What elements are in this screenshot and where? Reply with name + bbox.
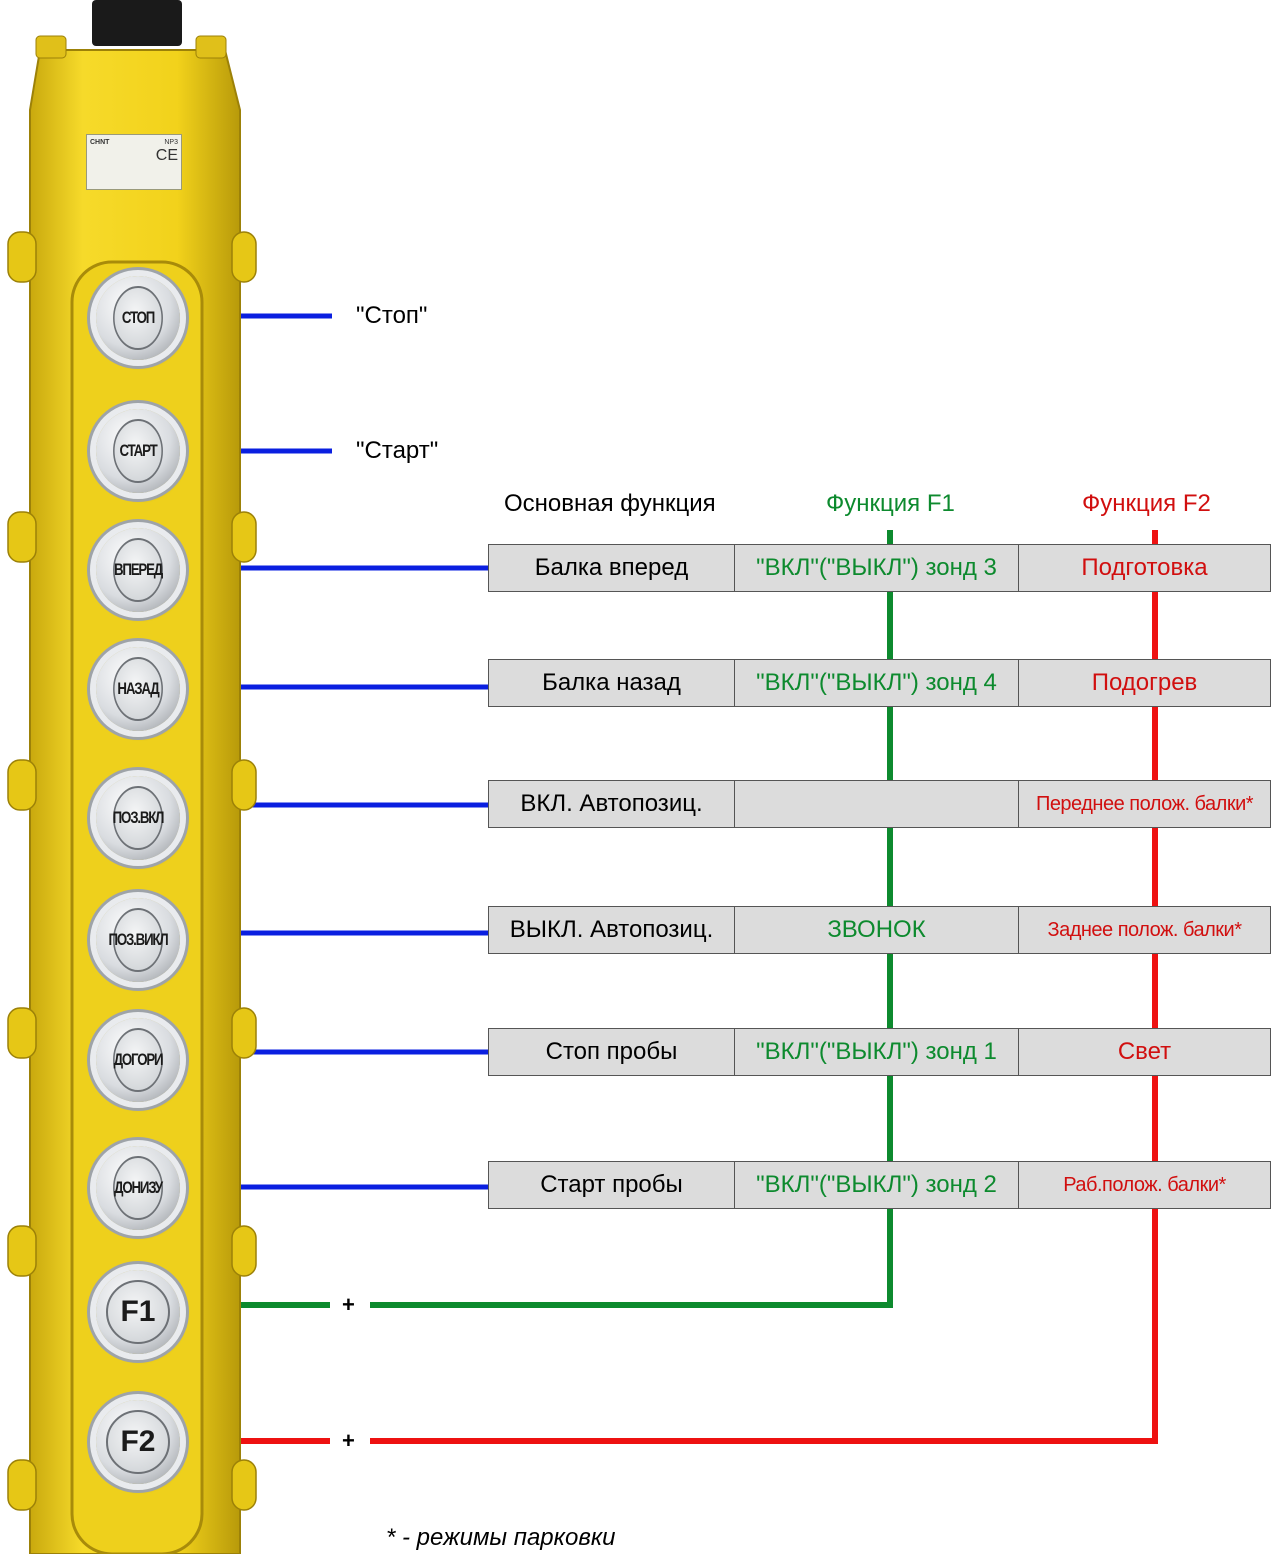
footnote: * - режимы парковки: [386, 1524, 616, 1551]
button-back[interactable]: НАЗАД: [96, 647, 180, 731]
header-f1-function: Функция F1: [826, 490, 955, 517]
button-pos-off[interactable]: ПОЗ.ВИКЛ: [96, 898, 180, 982]
cell-f1: [734, 780, 1019, 828]
label-start: "Старт": [356, 437, 439, 464]
button-f1[interactable]: F1: [96, 1270, 180, 1354]
cell-f2: Переднее полож. балки*: [1018, 780, 1271, 828]
cell-f2: Подготовка: [1018, 544, 1271, 592]
button-f2[interactable]: F2: [96, 1400, 180, 1484]
plus-f1: +: [342, 1292, 355, 1317]
plus-f2: +: [342, 1428, 355, 1453]
pendant-cable: [92, 0, 182, 46]
cell-main: ВКЛ. Автопозиц.: [488, 780, 735, 828]
cell-main: Балка назад: [488, 659, 735, 707]
cell-f2: Подогрев: [1018, 659, 1271, 707]
button-start-label: СТАРТ: [113, 419, 163, 483]
button-f2-label: F2: [106, 1410, 170, 1474]
cell-main: Старт пробы: [488, 1161, 735, 1209]
button-up-label: ДОГОРИ: [113, 1028, 164, 1092]
cell-f2: Заднее полож. балки*: [1018, 906, 1271, 954]
button-down-label: ДОНИЗУ: [113, 1156, 163, 1220]
button-f1-label: F1: [106, 1280, 170, 1344]
nameplate-model: NP3: [164, 139, 178, 146]
button-stop[interactable]: СТОП: [96, 276, 180, 360]
header-main-function: Основная функция: [504, 490, 716, 517]
button-pos-off-label: ПОЗ.ВИКЛ: [109, 908, 169, 972]
button-forward[interactable]: ВПЕРЕД: [96, 528, 180, 612]
button-up[interactable]: ДОГОРИ: [96, 1018, 180, 1102]
button-pos-on-label: ПОЗ.ВКЛ: [113, 786, 164, 850]
button-stop-label: СТОП: [113, 286, 163, 350]
cell-f1: ЗВОНОК: [734, 906, 1019, 954]
button-pos-on[interactable]: ПОЗ.ВКЛ: [96, 776, 180, 860]
cell-f1: "ВКЛ"("ВЫКЛ") зонд 1: [734, 1028, 1019, 1076]
cell-main: Балка вперед: [488, 544, 735, 592]
label-stop: "Стоп": [356, 302, 428, 329]
header-f2-function: Функция F2: [1082, 490, 1211, 517]
button-down[interactable]: ДОНИЗУ: [96, 1146, 180, 1230]
nameplate-brand: CHNT: [90, 139, 110, 146]
button-forward-label: ВПЕРЕД: [113, 538, 163, 602]
ce-mark: CE: [155, 147, 178, 164]
cell-f1: "ВКЛ"("ВЫКЛ") зонд 2: [734, 1161, 1019, 1209]
cell-main: ВЫКЛ. Автопозиц.: [488, 906, 735, 954]
cell-f1: "ВКЛ"("ВЫКЛ") зонд 3: [734, 544, 1019, 592]
cell-f2: Раб.полож. балки*: [1018, 1161, 1271, 1209]
cell-f1: "ВКЛ"("ВЫКЛ") зонд 4: [734, 659, 1019, 707]
button-back-label: НАЗАД: [113, 657, 163, 721]
nameplate: CHNT NP3 CE: [86, 134, 182, 190]
button-start[interactable]: СТАРТ: [96, 409, 180, 493]
cell-main: Стоп пробы: [488, 1028, 735, 1076]
cell-f2: Свет: [1018, 1028, 1271, 1076]
